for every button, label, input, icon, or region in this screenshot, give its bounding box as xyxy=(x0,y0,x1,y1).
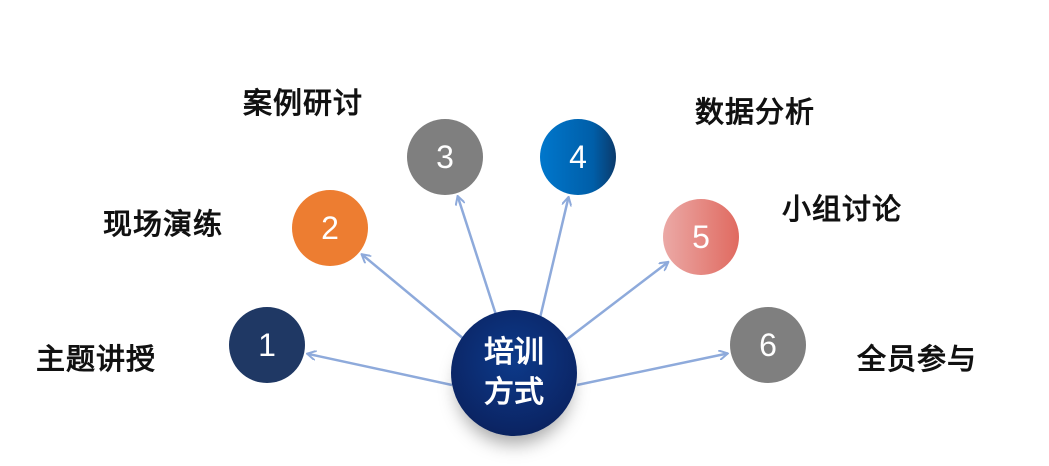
node-4-label: 数据分析 xyxy=(695,95,816,129)
arrow-to-node-1 xyxy=(307,354,453,387)
node-1-circle: 1 xyxy=(229,307,305,383)
arrow-to-node-3 xyxy=(458,196,499,319)
arrow-to-node-6 xyxy=(576,353,728,387)
center-line-1: 培训 xyxy=(484,335,544,370)
node-6-circle: 6 xyxy=(730,307,806,383)
arrow-to-node-2 xyxy=(362,254,466,341)
arrow-to-node-4 xyxy=(538,197,569,319)
center-hub: 培训 方式 xyxy=(451,310,577,436)
node-4-circle: 4 xyxy=(540,119,616,195)
node-5-circle: 5 xyxy=(663,199,739,275)
node-1-label: 主题讲授 xyxy=(36,342,157,376)
node-3-label: 案例研讨 xyxy=(243,86,364,120)
node-6-label: 全员参与 xyxy=(857,342,978,376)
node-2-circle: 2 xyxy=(292,190,368,266)
node-2-label: 现场演练 xyxy=(103,207,224,241)
node-3-circle: 3 xyxy=(407,119,483,195)
arrow-to-node-5 xyxy=(565,262,668,341)
node-5-label: 小组讨论 xyxy=(782,192,903,226)
center-line-2: 方式 xyxy=(484,375,544,410)
